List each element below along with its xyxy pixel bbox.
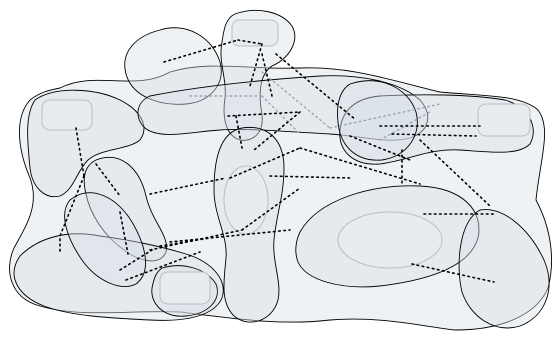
node-box-left <box>42 100 92 130</box>
node-ellipse-right-oval <box>338 212 442 268</box>
node-ellipse-center <box>224 166 268 234</box>
node-box-right <box>478 104 530 136</box>
node-box-bottom <box>160 272 210 304</box>
